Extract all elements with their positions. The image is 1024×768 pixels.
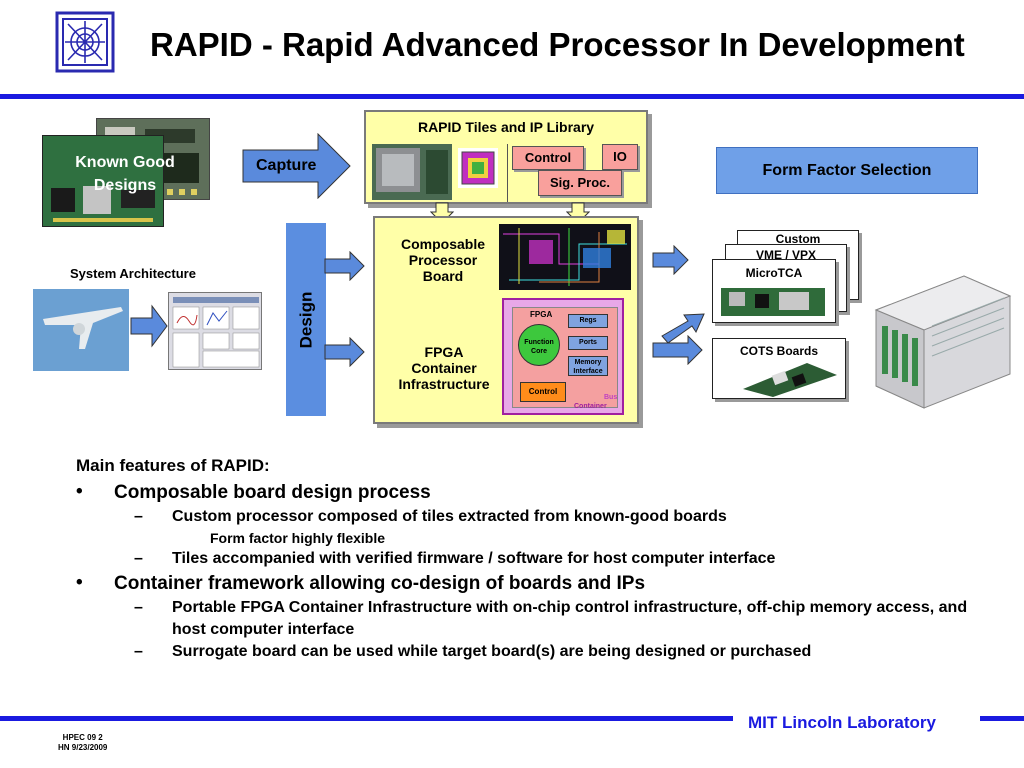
microtca-label: MicroTCA	[745, 266, 803, 280]
fpga-line1: FPGA	[424, 344, 464, 360]
footer-rule-right	[980, 716, 1024, 721]
fpga-line3: Infrastructure	[398, 376, 490, 392]
system-architecture-label: System Architecture	[70, 266, 196, 281]
feature-subitem: Custom processor composed of tiles extra…	[76, 506, 1016, 528]
cots-board-image	[743, 363, 837, 397]
ports-block: Ports	[568, 336, 608, 350]
library-sigproc-tile: Sig. Proc.	[538, 170, 622, 196]
design-label-wrap: Design	[286, 223, 326, 416]
feature-note: Form factor highly flexible	[210, 530, 386, 546]
to-formfactor-arrow-top	[652, 244, 690, 276]
container-mini-label: Container	[574, 403, 607, 410]
function-line1: Function	[524, 339, 554, 346]
microtca-board-image	[721, 288, 825, 316]
mit-ll-logo	[54, 10, 116, 74]
simulation-gui-screenshot	[168, 292, 262, 370]
regs-block: Regs	[568, 314, 608, 328]
function-core-block: Function Core	[518, 324, 560, 366]
feature-subitem: Tiles accompanied with verified firmware…	[76, 548, 1016, 570]
feature-item: Container framework allowing co-design o…	[76, 572, 1016, 597]
to-formfactor-arrow-diag	[660, 312, 706, 346]
chassis-illustration	[868, 270, 1014, 410]
library-divider	[507, 144, 508, 202]
memory-interface-block: Memory Interface	[568, 356, 608, 376]
feature-subitem: Surrogate board can be used while target…	[76, 641, 1016, 663]
fpga-container-label: FPGA Container Infrastructure	[381, 344, 507, 392]
fpga-container-diagram: FPGA Regs Ports Function Core Memory Int…	[502, 298, 624, 415]
cots-label: COTS Boards	[739, 344, 818, 358]
tiles-ip-library-box: RAPID Tiles and IP Library Control IO Si…	[364, 110, 648, 204]
bus-mini-label: Bus	[604, 394, 618, 401]
fpga-mini-label: FPGA	[530, 310, 553, 319]
footer-line1: HPEC 09 2	[62, 733, 103, 742]
to-gui-arrow	[130, 304, 168, 348]
library-control-tile: Control	[512, 146, 584, 170]
memory-line1: Memory	[574, 359, 602, 366]
footer-line2: HN 9/23/2009	[58, 743, 108, 752]
library-io-tile: IO	[602, 144, 638, 170]
memory-line2: Interface	[573, 368, 603, 375]
capture-label: Capture	[256, 157, 317, 174]
design-bar	[286, 223, 326, 416]
features-heading: Main features of RAPID:	[76, 456, 270, 475]
to-formfactor-arrow-bottom	[652, 334, 704, 366]
microtca-card: MicroTCA	[712, 259, 836, 323]
board-layout-image	[499, 224, 631, 290]
form-factor-selection: Form Factor Selection	[716, 147, 978, 194]
org-name: MIT Lincoln Laboratory	[748, 713, 936, 732]
page-title: RAPID - Rapid Advanced Processor In Deve…	[150, 26, 965, 63]
library-title: RAPID Tiles and IP Library	[417, 119, 595, 135]
design-arrow-top	[324, 250, 366, 282]
cots-boards-card: COTS Boards	[712, 338, 846, 399]
composable-board-label: Composable Processor Board	[381, 236, 505, 284]
asic-chip-image	[458, 148, 498, 188]
features-list: Main features of RAPID: Composable board…	[76, 456, 1016, 663]
header-rule	[0, 94, 1024, 99]
design-arrow-bottom	[324, 336, 366, 368]
known-good-board-photo-front	[42, 135, 164, 227]
feature-item: Composable board design process	[76, 481, 1016, 506]
capture-arrow	[242, 132, 352, 200]
composable-line1: Composable	[400, 236, 485, 252]
control-block: Control	[520, 382, 566, 402]
known-good-label: Known Good Designs	[75, 154, 175, 194]
fpga-chip-photo	[372, 144, 452, 200]
feature-subitem: Portable FPGA Container Infrastructure w…	[76, 597, 976, 641]
function-line2: Core	[531, 348, 547, 355]
composable-line3: Board	[422, 268, 464, 284]
composable-line2: Processor	[408, 252, 478, 268]
design-label: Design	[296, 291, 315, 348]
aircraft-photo	[33, 289, 129, 371]
fpga-line2: Container	[411, 360, 477, 376]
footer-rule-left	[0, 716, 733, 721]
footer-meta: HPEC 09 2 HN 9/23/2009	[58, 733, 107, 753]
